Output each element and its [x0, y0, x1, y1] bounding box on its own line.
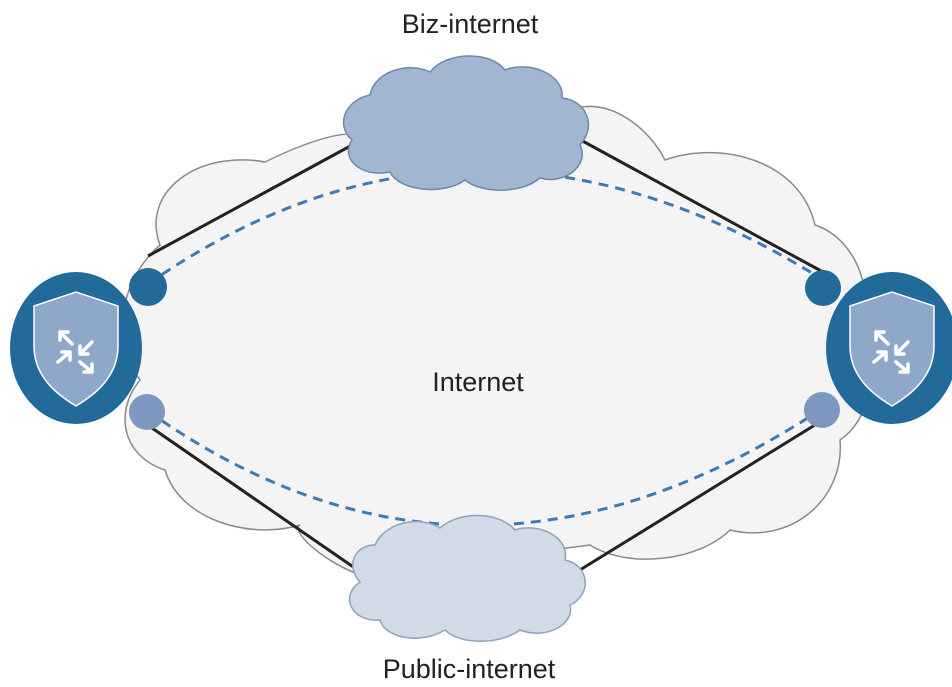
public-internet-cloud: [349, 514, 586, 642]
internet-label: Internet: [432, 367, 524, 397]
biz-internet-label: Biz-internet: [402, 9, 539, 39]
solid-links: [147, 136, 824, 575]
router-right: [826, 272, 952, 424]
port-right-bottom: [804, 392, 840, 428]
port-right-top: [805, 270, 841, 306]
port-left-bottom: [129, 394, 165, 430]
ports: [129, 268, 841, 430]
public-internet-label: Public-internet: [383, 654, 556, 684]
port-left-top: [129, 268, 167, 306]
router-shield-icon: [33, 291, 119, 407]
dashed-tunnels: [147, 169, 821, 527]
biz-internet-cloud: [342, 55, 590, 191]
router-shield-icon: [849, 291, 935, 407]
router-left: [10, 272, 142, 424]
